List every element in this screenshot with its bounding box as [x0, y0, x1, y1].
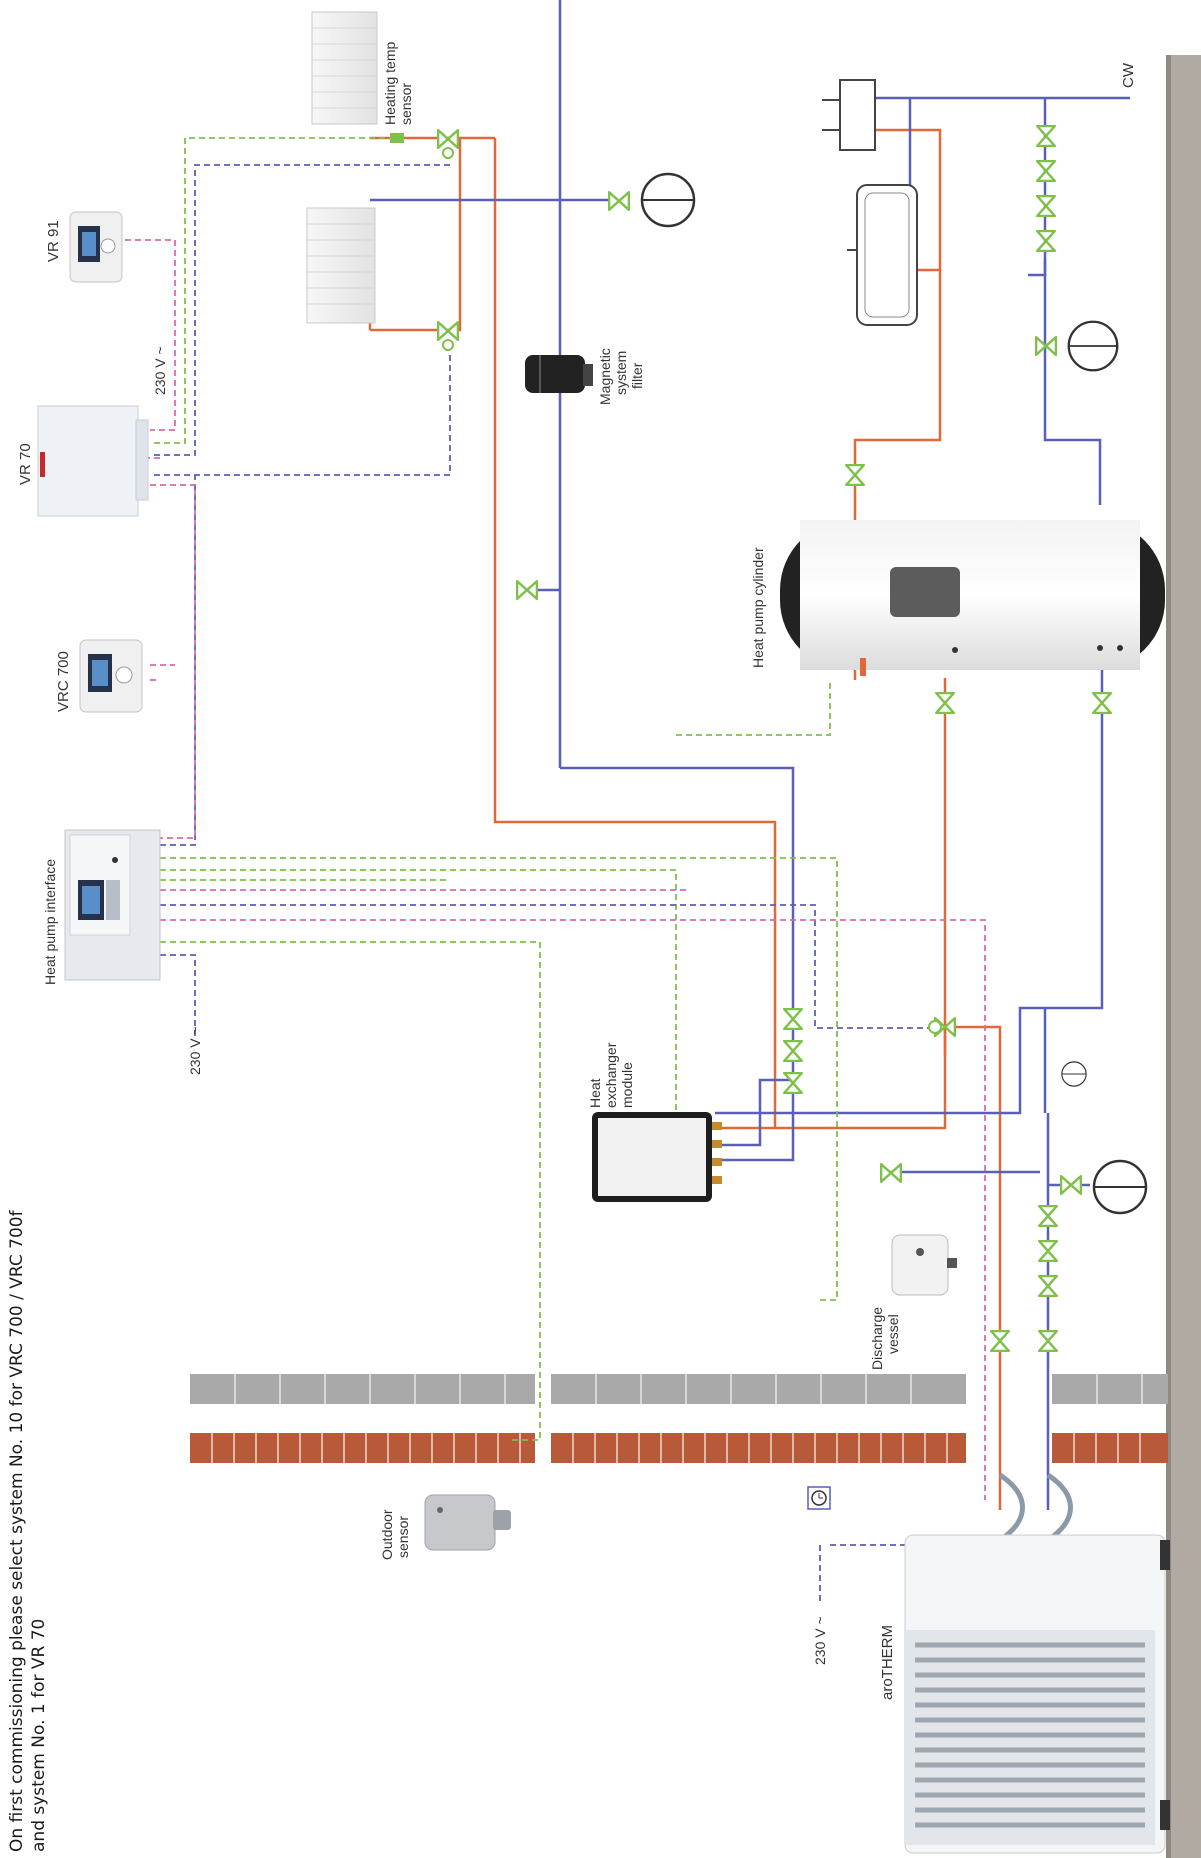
label-discharge-vessel: Discharge vessel	[869, 1307, 901, 1370]
radiator-lower	[306, 207, 376, 324]
basin-icon	[822, 79, 876, 151]
arotherm-outdoor-unit	[904, 1534, 1170, 1854]
heat-exchanger-module	[592, 1112, 722, 1202]
svg-text:Heat pump cylinder: Heat pump cylinder	[750, 547, 766, 668]
svg-text:module: module	[619, 1062, 635, 1108]
discharge-vessel	[891, 1234, 957, 1296]
magnetic-system-filter	[525, 355, 593, 393]
primary-valve-4-icon[interactable]	[1037, 1330, 1059, 1352]
heat-pump-interface-unit	[64, 829, 161, 981]
cw-valve-2-icon[interactable]	[1035, 160, 1057, 182]
svg-text:and system No. 1 for VR 70: and system No. 1 for VR 70	[29, 1619, 49, 1852]
cylinder-coil-valve-1-icon[interactable]	[934, 692, 956, 714]
primary-vessel-valve-icon[interactable]	[1060, 1174, 1082, 1196]
commissioning-note: On first commissioning please select sys…	[7, 1209, 49, 1852]
heating-vessel-valve-icon[interactable]	[608, 190, 630, 212]
return-pipework	[370, 0, 1130, 1510]
wall-brick-course	[190, 1433, 1168, 1463]
radiator-upper	[311, 11, 404, 143]
svg-text:exchanger: exchanger	[603, 1042, 619, 1108]
svg-text:230 V ~: 230 V ~	[152, 346, 168, 395]
label-cw: CW	[1120, 62, 1137, 88]
primary-vessel-icon	[1092, 1159, 1148, 1215]
hx-valve-2-icon[interactable]	[782, 1040, 804, 1062]
hx-valve-3-icon[interactable]	[782, 1072, 804, 1094]
vrc700-controller	[79, 639, 143, 713]
label-vr70: VR 70	[17, 443, 34, 485]
cw-check-valve-icon[interactable]	[1035, 195, 1057, 217]
label-heat-pump-cylinder: Heat pump cylinder	[750, 547, 766, 668]
flow-pipework	[368, 128, 1002, 1510]
label-230v-arotherm: 230 V ~	[812, 1616, 828, 1665]
vr91-controller	[69, 211, 123, 283]
svg-text:Heat pump interface: Heat pump interface	[42, 859, 58, 985]
outdoor-sensor	[424, 1494, 511, 1551]
label-vr91: VR 91	[45, 220, 62, 262]
svg-text:VR 91: VR 91	[45, 220, 62, 262]
svg-text:230 V ~: 230 V ~	[187, 1026, 203, 1075]
label-outdoor-sensor: Outdoor sensor	[379, 1509, 411, 1560]
radiator-valve-lower-icon[interactable]	[437, 320, 459, 342]
label-230v-interface: 230 V ~	[187, 1026, 203, 1075]
cylinder-coil-valve-2-icon[interactable]	[1091, 692, 1113, 714]
control-wiring	[105, 137, 986, 1605]
label-230v-vr70: 230 V ~	[152, 346, 168, 395]
primary-valve-1-icon[interactable]	[1037, 1205, 1059, 1227]
label-heat-exchanger: Heat exchanger module	[587, 1042, 635, 1108]
svg-text:Discharge: Discharge	[869, 1307, 885, 1370]
clock-icon	[807, 1486, 831, 1510]
gauge-icon	[1061, 1061, 1087, 1087]
discharge-valve-icon[interactable]	[880, 1162, 902, 1184]
ground-wall-edge	[1166, 55, 1171, 1858]
svg-text:230 V ~: 230 V ~	[812, 1616, 828, 1665]
heat-pump-cylinder	[780, 520, 1165, 676]
label-vrc700: VRC 700	[55, 651, 72, 712]
svg-text:Outdoor: Outdoor	[379, 1509, 395, 1560]
radiator-valve-upper-icon[interactable]	[437, 128, 459, 150]
ground-wall	[1170, 55, 1201, 1858]
svg-text:sensor: sensor	[398, 83, 414, 125]
svg-text:aroTHERM: aroTHERM	[879, 1625, 896, 1700]
cw-pressure-relief-icon[interactable]	[1035, 230, 1057, 252]
flex-hose-return	[1046, 1472, 1073, 1543]
dhw-expansion-vessel-icon	[1067, 320, 1119, 372]
svg-text:Heating temp: Heating temp	[382, 42, 398, 125]
wall-stone-course	[190, 1374, 1168, 1404]
bath-icon	[847, 184, 918, 326]
filter-isolation-valve-icon[interactable]	[516, 579, 538, 601]
svg-text:Heat: Heat	[587, 1078, 603, 1108]
flex-hose-flow	[998, 1472, 1025, 1543]
label-heating-temp-sensor: Heating temp sensor	[382, 42, 414, 125]
heating-expansion-vessel-icon	[640, 172, 696, 228]
label-heat-pump-interface: Heat pump interface	[42, 859, 58, 985]
svg-text:system: system	[613, 351, 629, 395]
vr70-module	[37, 405, 149, 517]
svg-text:VRC 700: VRC 700	[55, 651, 72, 712]
cw-valve-1-icon[interactable]	[1035, 125, 1057, 147]
hx-valve-1-icon[interactable]	[782, 1008, 804, 1030]
svg-text:VR 70: VR 70	[17, 443, 34, 485]
label-arotherm: aroTHERM	[879, 1625, 896, 1700]
primary-valve-2-icon[interactable]	[1037, 1240, 1059, 1262]
cylinder-flow-valve-icon[interactable]	[844, 464, 866, 486]
label-magnetic-filter: Magnetic system filter	[597, 348, 645, 405]
primary-valve-3-icon[interactable]	[1037, 1275, 1059, 1297]
svg-text:vessel: vessel	[885, 1314, 901, 1354]
primary-valve-5-icon[interactable]	[989, 1330, 1011, 1352]
svg-text:CW: CW	[1120, 62, 1137, 88]
svg-text:Magnetic: Magnetic	[597, 348, 613, 405]
svg-text:sensor: sensor	[395, 1516, 411, 1558]
svg-text:On first commissioning please: On first commissioning please select sys…	[7, 1209, 27, 1852]
svg-text:filter: filter	[629, 362, 645, 389]
